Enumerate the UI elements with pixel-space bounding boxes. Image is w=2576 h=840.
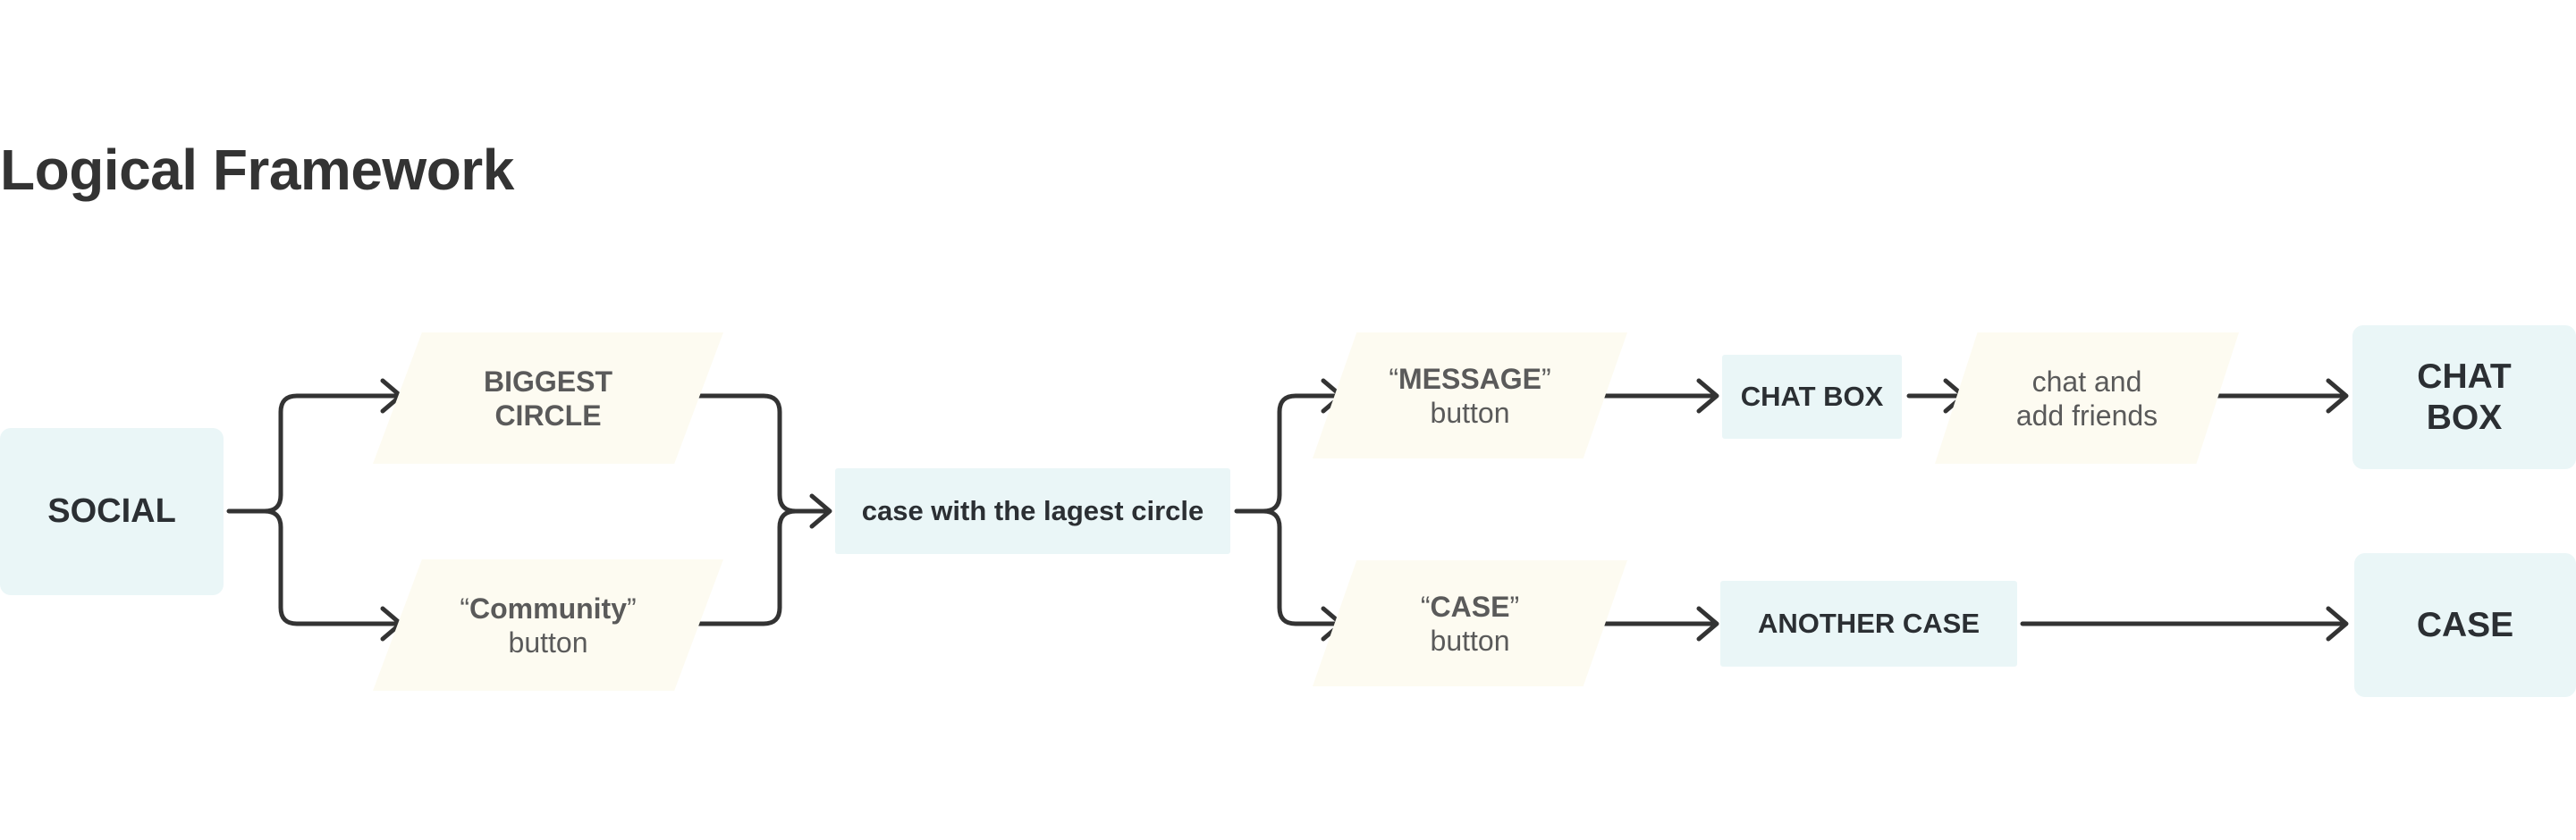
community-quote-open: “ <box>460 592 469 625</box>
chat-box-final-line1: CHAT <box>2417 357 2512 396</box>
another-case-label: ANOTHER CASE <box>1757 608 1980 639</box>
arrowhead-case-final <box>2326 606 2349 642</box>
community-quote-close: ” <box>627 592 637 625</box>
case-largest-circle-label: case with the lagest circle <box>861 495 1204 526</box>
connector-merge-lower <box>692 508 798 626</box>
message-button-node: “MESSAGE” button <box>1313 332 1627 458</box>
arrowhead-chatbox-mid <box>1696 378 1719 414</box>
case-quote-close: ” <box>1509 590 1520 623</box>
message-button-shape <box>1313 332 1627 458</box>
social-node: SOCIAL <box>0 428 224 595</box>
case-button-shape <box>1313 560 1627 686</box>
connector-social-split-lower <box>262 508 401 626</box>
case-final-label: CASE <box>2416 605 2514 644</box>
case-largest-circle-node: case with the lagest circle <box>835 468 1230 554</box>
arrowhead-another-case <box>1696 606 1719 642</box>
arrowhead-case-largest <box>809 493 832 529</box>
chat-box-final-node: CHAT BOX <box>2352 325 2576 469</box>
message-quote-close: ” <box>1541 362 1551 395</box>
connector-center-split-lower <box>1261 508 1341 626</box>
chat-add-friends-shape <box>1935 332 2239 464</box>
biggest-circle-shape <box>373 332 723 464</box>
message-line2: button <box>1430 396 1510 429</box>
case-button-node: “CASE” button <box>1313 560 1627 686</box>
chat-box-mid-node: CHAT BOX <box>1722 355 1902 439</box>
chat-add-friends-line1: chat and <box>2031 365 2142 398</box>
community-name: Community <box>469 592 627 625</box>
arrowhead-chatbox-final <box>2326 378 2349 414</box>
message-quote-open: “ <box>1389 362 1398 395</box>
chat-box-mid-label: CHAT BOX <box>1740 381 1884 412</box>
chat-add-friends-line2: add friends <box>2015 399 2158 432</box>
case-quote-open: “ <box>1420 590 1431 623</box>
community-button-node: “Community” button <box>373 559 723 691</box>
biggest-circle-node: BIGGEST CIRCLE <box>373 332 723 464</box>
chat-add-friends-node: chat and add friends <box>1935 332 2239 464</box>
case-line2: button <box>1430 624 1510 657</box>
chat-box-final-line2: BOX <box>2426 398 2503 437</box>
biggest-circle-line1: BIGGEST <box>483 365 612 398</box>
community-button-shape <box>373 559 723 691</box>
biggest-circle-line2: CIRCLE <box>494 399 602 432</box>
another-case-node: ANOTHER CASE <box>1720 581 2017 667</box>
case-final-node: CASE <box>2354 553 2576 697</box>
page-title: Logical Framework <box>0 138 514 202</box>
community-line2: button <box>508 626 588 659</box>
social-label: SOCIAL <box>47 492 176 530</box>
message-name: MESSAGE <box>1398 362 1542 395</box>
case-name: CASE <box>1430 590 1510 623</box>
